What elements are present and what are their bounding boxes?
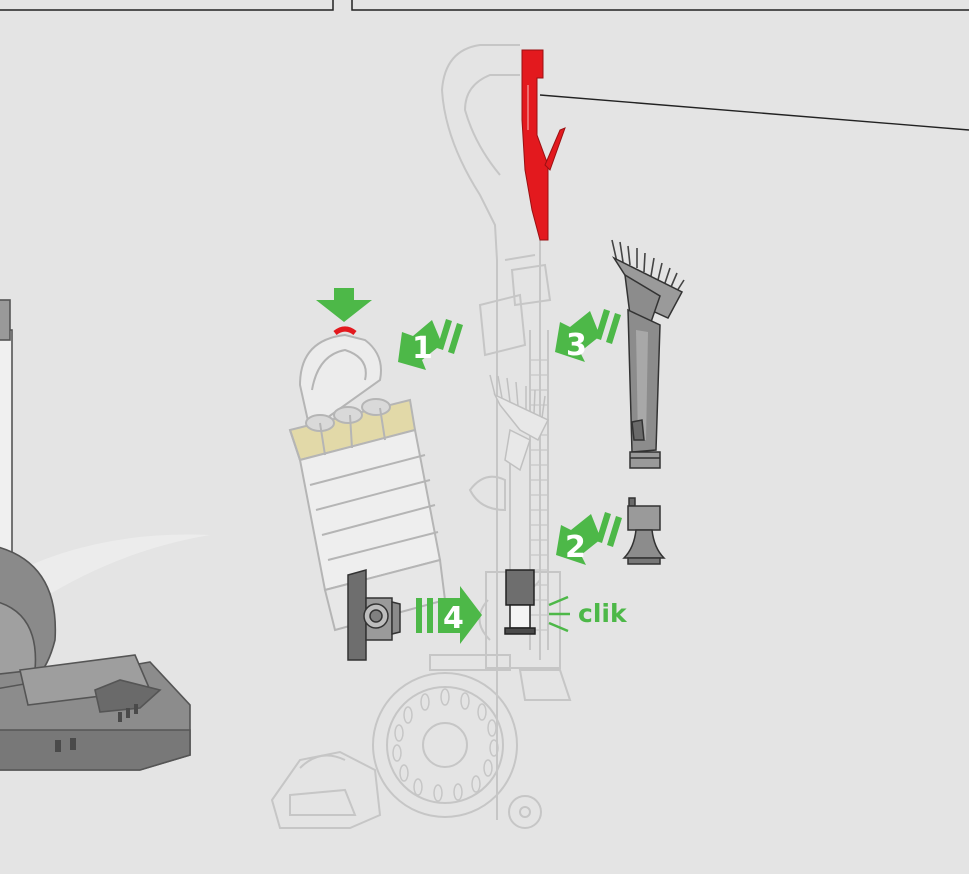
- clik-label: clik: [578, 599, 628, 628]
- cyclone-bin-unit: [290, 329, 445, 630]
- step-number-2: 2: [565, 530, 586, 565]
- down-arrow-icon: [316, 288, 372, 322]
- step-number-3: 3: [566, 328, 587, 363]
- adapter-tool: [624, 498, 664, 564]
- step-arrow-2: 2: [556, 512, 622, 565]
- step-arrow-1: 1: [398, 319, 463, 370]
- top-frame-boxes: [0, 0, 969, 10]
- step-number-4: 4: [443, 601, 464, 636]
- handle-release-catch: [522, 50, 565, 240]
- step-arrow-3: 3: [555, 309, 621, 363]
- step-number-1: 1: [412, 331, 433, 366]
- callout-leader-line: [540, 95, 969, 130]
- stair-tool: [612, 240, 684, 468]
- tool-dock-clip: [505, 570, 535, 634]
- side-vacuum-illustration: [0, 300, 190, 770]
